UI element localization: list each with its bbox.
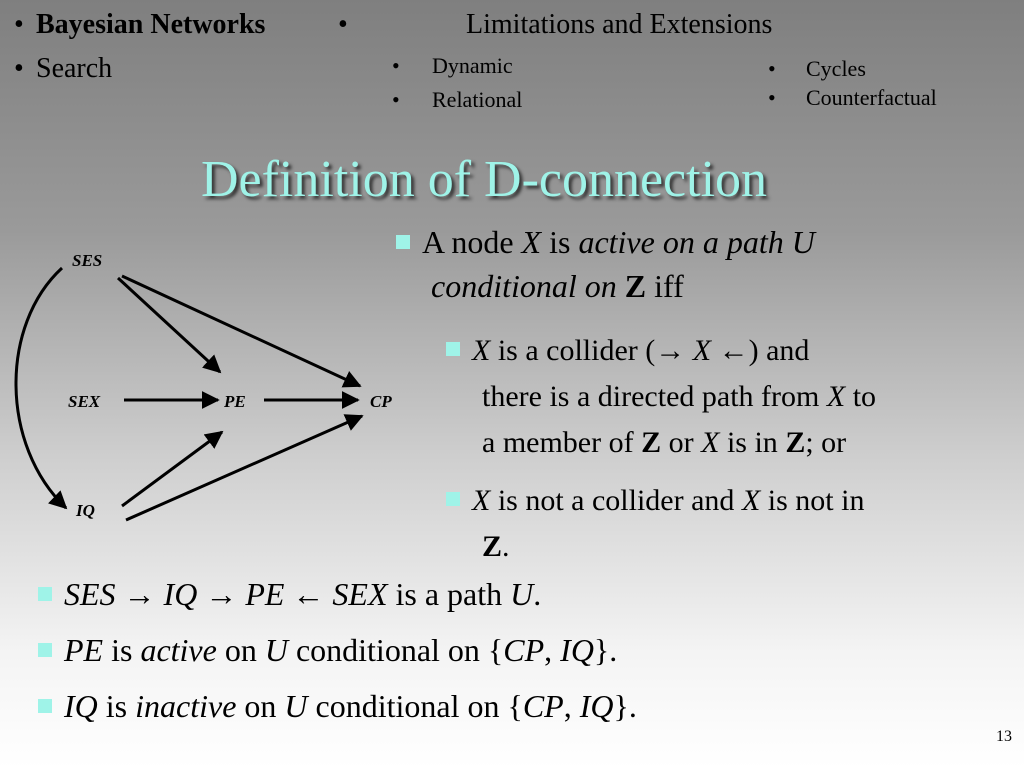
- node-cp: CP: [370, 392, 392, 411]
- node-sex: SEX: [68, 392, 101, 411]
- sub1-line-1: X is a collider (→ X ←) and: [446, 328, 1024, 374]
- node-pe: PE: [223, 392, 246, 411]
- page-number: 13: [996, 728, 1012, 745]
- node-ses: SES: [72, 251, 102, 270]
- sub2-line-2: Z.: [482, 530, 510, 563]
- definition-line-1: A node X is active on a path U: [396, 220, 1016, 264]
- examples-list: SES → IQ → PE ← SEX is a path U. PE is a…: [38, 566, 998, 734]
- example-3: IQ is inactive on U conditional on {CP, …: [38, 678, 998, 734]
- bullet-square-icon: [38, 586, 52, 601]
- definition-line-2: conditional on Z iff: [431, 268, 684, 304]
- example-1: SES → IQ → PE ← SEX is a path U.: [38, 566, 998, 622]
- bullet-square-icon: [446, 492, 460, 507]
- bullet-square-icon: [446, 342, 460, 357]
- sub1-line-2: there is a directed path from X to: [482, 380, 877, 413]
- nav-item-counterfactual[interactable]: •Counterfactual: [768, 85, 937, 110]
- edge-ses-iq: [14, 266, 68, 510]
- nav-item-cycles[interactable]: •Cycles: [768, 56, 866, 81]
- nav-item-bayesian-networks[interactable]: •Bayesian Networks: [14, 9, 266, 40]
- nav-header-limitations[interactable]: Limitations and Extensions: [466, 9, 773, 40]
- slide-title: Definition of D-connection: [200, 151, 768, 208]
- edge-iq-pe: [121, 430, 224, 508]
- edge-iq-cp: [125, 414, 364, 522]
- nav-item-search[interactable]: •Search: [14, 53, 113, 84]
- edge-ses-pe: [116, 276, 222, 374]
- sub1-line-3: a member of Z or X is in Z; or: [482, 426, 847, 459]
- example-2: PE is active on U conditional on {CP, IQ…: [38, 622, 998, 678]
- bullet-square-icon: [38, 698, 52, 713]
- bullet-square-icon: [38, 642, 52, 657]
- nav-header-bullet: •: [338, 9, 348, 40]
- bullet-square-icon: [396, 234, 410, 249]
- definition-sub-1: X is a collider (→ X ←) and there is a d…: [446, 328, 1024, 466]
- definition-main: A node X is active on a path U condition…: [396, 220, 1016, 308]
- sub2-line-1: X is not a collider and X is not in: [446, 478, 1024, 524]
- definition-sub-2: X is not a collider and X is not in Z.: [446, 478, 1024, 570]
- nav-item-relational[interactable]: •Relational: [392, 87, 523, 112]
- edge-ses-cp: [121, 274, 362, 388]
- node-iq: IQ: [75, 501, 95, 520]
- bayes-network-diagram: SES SEX PE CP IQ: [14, 251, 392, 522]
- nav-item-dynamic[interactable]: •Dynamic: [392, 53, 513, 78]
